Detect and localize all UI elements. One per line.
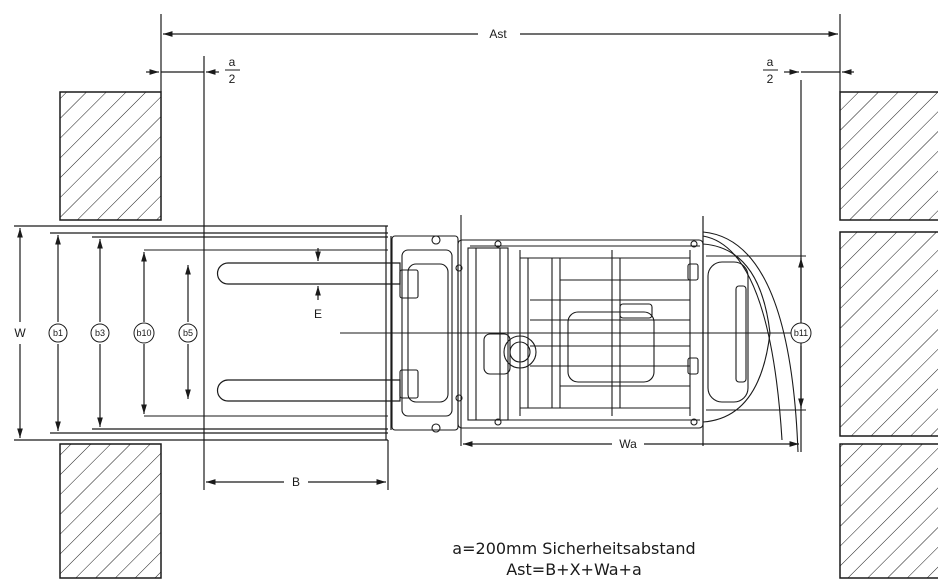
- a-half-right-dimension: a 2: [763, 55, 854, 86]
- rack-left-upper: [59, 91, 162, 221]
- b11-dimension: b11: [706, 255, 812, 411]
- b11-label: b11: [794, 328, 808, 338]
- ast-label: Ast: [489, 27, 507, 41]
- a-half-left-numerator: a: [229, 55, 236, 69]
- b3-label: b3: [95, 328, 105, 338]
- wa-label: Wa: [619, 437, 637, 451]
- b3-dimension: b3: [90, 239, 110, 427]
- a-half-right-denominator: 2: [767, 72, 774, 86]
- rack-right-top: [839, 91, 938, 221]
- rack-left-lower: [59, 443, 162, 579]
- w-dimension: W: [14, 228, 26, 438]
- ast-dimension: Ast: [163, 27, 838, 41]
- fork-lower: [216, 379, 401, 402]
- a-half-left-denominator: 2: [229, 72, 236, 86]
- note-safety-distance: a=200mm Sicherheitsabstand: [452, 539, 695, 558]
- a-half-right-numerator: a: [767, 55, 774, 69]
- rack-right-bottom: [839, 443, 938, 579]
- forklift-body: [391, 215, 799, 453]
- b-label: B: [292, 475, 300, 489]
- fork-upper: [216, 262, 401, 285]
- e-dimension: E: [314, 248, 322, 321]
- e-label: E: [314, 307, 322, 321]
- b-dimension: B: [206, 475, 386, 489]
- b10-dimension: b10: [133, 249, 388, 417]
- b1-label: b1: [53, 328, 63, 338]
- b10-label: b10: [136, 328, 151, 338]
- b1-dimension: b1: [48, 235, 68, 431]
- w-label: W: [14, 326, 26, 340]
- wa-dimension: Wa: [463, 437, 799, 451]
- a-half-left-dimension: a 2: [146, 55, 240, 86]
- rack-right-middle: [839, 231, 938, 437]
- pallet-outline: [14, 225, 392, 441]
- note-ast-formula: Ast=B+X+Wa+a: [506, 560, 642, 579]
- b5-label: b5: [183, 328, 193, 338]
- b5-dimension: b5: [178, 265, 198, 399]
